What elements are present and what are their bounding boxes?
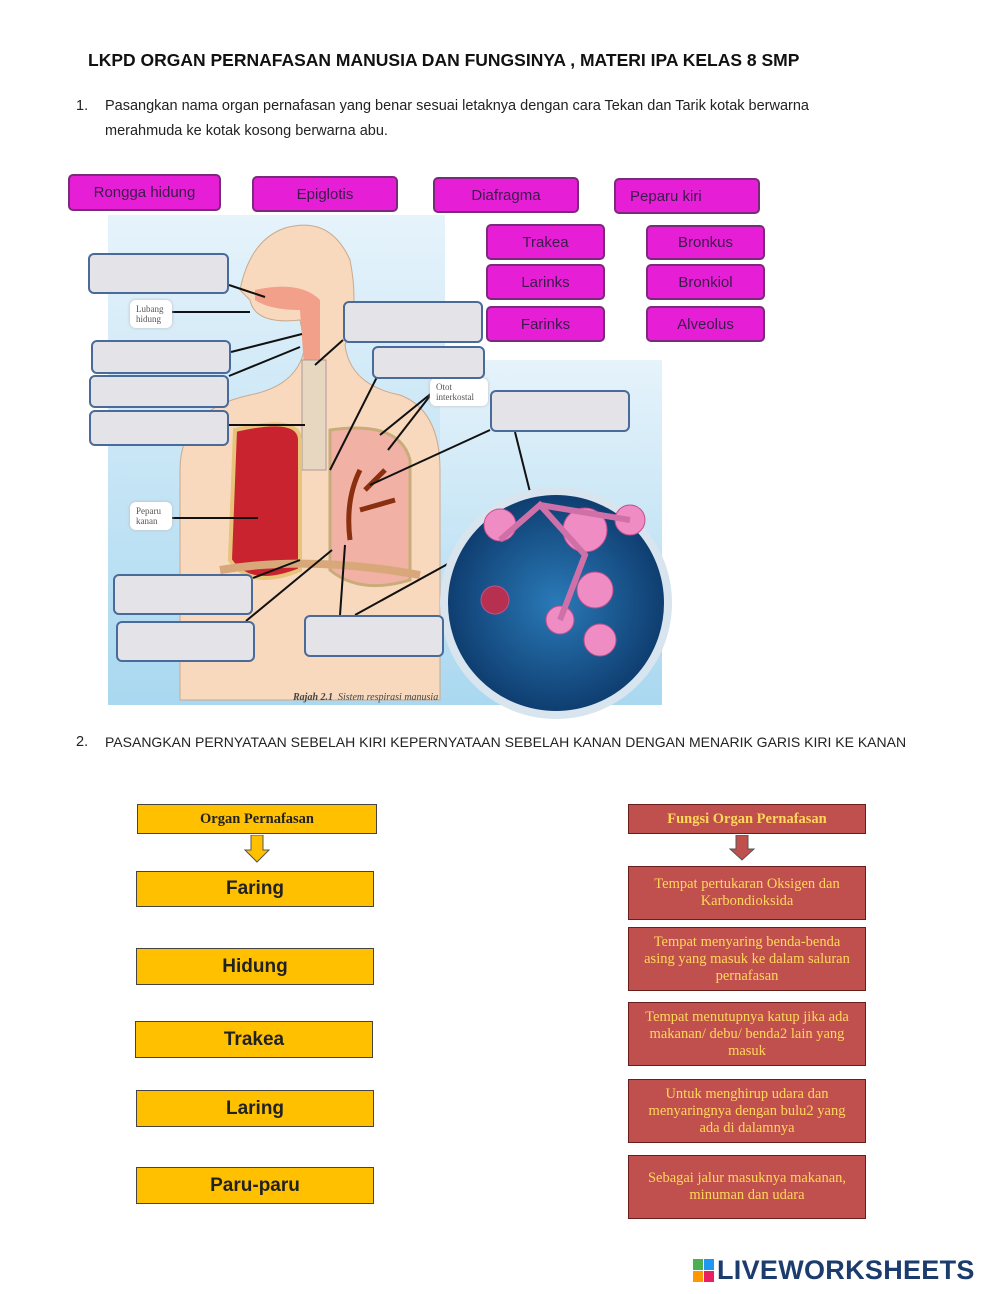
question-1-line-2: merahmuda ke kotak kosong berwarna abu. [105, 123, 388, 139]
organ-trakea[interactable]: Trakea [135, 1021, 373, 1058]
organ-laring[interactable]: Laring [136, 1090, 374, 1127]
question-2-number: 2. [76, 734, 89, 750]
drag-label-bronkus[interactable]: Bronkus [646, 225, 765, 260]
drop-zone-7[interactable] [490, 390, 630, 432]
function-item-5[interactable]: Sebagai jalur masuknya makanan, minuman … [628, 1155, 866, 1219]
drag-label-epiglotis[interactable]: Epiglotis [252, 176, 398, 212]
drag-label-peparu-kiri[interactable]: Peparu kiri [614, 178, 760, 214]
function-item-4[interactable]: Untuk menghirup udara dan menyaringnya d… [628, 1079, 866, 1143]
label-peparu-kanan: Peparu kanan [130, 502, 172, 530]
drop-zone-9[interactable] [116, 621, 255, 662]
drop-zone-3[interactable] [91, 340, 231, 374]
caption-text: Sistem respirasi manusia [338, 692, 439, 703]
organ-hidung[interactable]: Hidung [136, 948, 374, 985]
drag-label-rongga-hidung[interactable]: Rongga hidung [68, 174, 221, 211]
logo-text: LIVEWORKSHEETS [717, 1255, 975, 1285]
drop-zone-8[interactable] [113, 574, 253, 615]
arrow-down-icon [244, 835, 270, 863]
drag-label-larinks[interactable]: Larinks [486, 264, 605, 300]
drop-zone-6[interactable] [372, 346, 485, 379]
drag-label-trakea[interactable]: Trakea [486, 224, 605, 260]
organ-paru-paru[interactable]: Paru-paru [136, 1167, 374, 1204]
logo-icon [693, 1258, 714, 1282]
function-item-3[interactable]: Tempat menutupnya katup jika ada makanan… [628, 1002, 866, 1066]
drop-zone-1[interactable] [88, 253, 229, 294]
question-2-text: PASANGKAN PERNYATAAN SEBELAH KIRI KEPERN… [105, 734, 907, 750]
caption-figure-number: Rajah 2.1 [293, 692, 334, 703]
question-1-number: 1. [76, 98, 89, 114]
function-item-1[interactable]: Tempat pertukaran Oksigen dan Karbondiok… [628, 866, 866, 920]
arrow-down-icon [729, 835, 755, 861]
drop-zone-4[interactable] [89, 375, 229, 408]
organ-faring[interactable]: Faring [136, 871, 374, 907]
drop-zone-10[interactable] [304, 615, 444, 657]
drop-zone-5[interactable] [89, 410, 229, 446]
question-1-line-1: Pasangkan nama organ pernafasan yang ben… [105, 98, 809, 114]
function-item-2[interactable]: Tempat menyaring benda-benda asing yang … [628, 927, 866, 991]
label-otot-interkostal: Otot interkostal [430, 378, 488, 406]
drop-zone-2[interactable] [343, 301, 483, 343]
drag-label-diafragma[interactable]: Diafragma [433, 177, 579, 213]
drag-label-bronkiol[interactable]: Bronkiol [646, 264, 765, 300]
liveworksheets-logo: LIVEWORKSHEETS [693, 1255, 975, 1286]
drag-label-alveolus[interactable]: Alveolus [646, 306, 765, 342]
function-header: Fungsi Organ Pernafasan [628, 804, 866, 834]
page-title: LKPD ORGAN PERNAFASAN MANUSIA DAN FUNGSI… [88, 50, 800, 70]
drag-label-farinks[interactable]: Farinks [486, 306, 605, 342]
label-lubang-hidung: Lubang hidung [130, 300, 172, 328]
organ-header: Organ Pernafasan [137, 804, 377, 834]
